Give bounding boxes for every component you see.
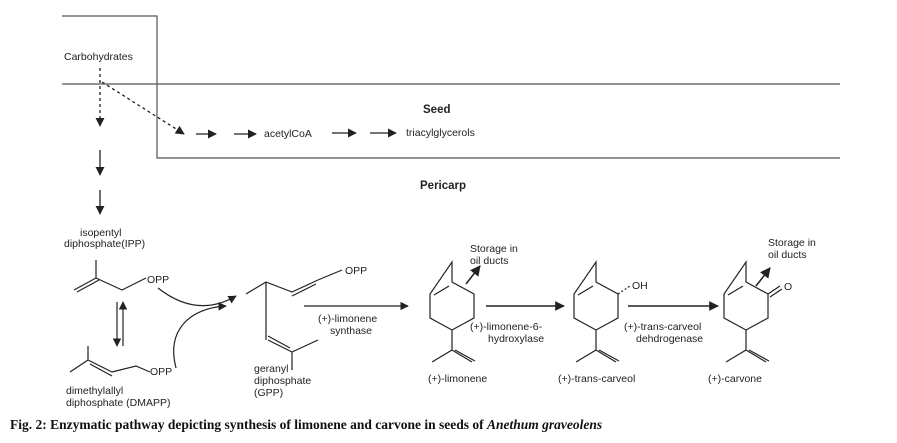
gpp-opp-label: OPP xyxy=(345,265,367,277)
gpp-label-line2: diphosphate xyxy=(254,375,311,387)
dmapp-label-line1: dimethylallyl xyxy=(66,385,123,397)
gpp-label-line3: (GPP) xyxy=(254,387,283,399)
carvone-storage-arrow xyxy=(755,267,771,287)
dehydrogenase-label-line1: (+)-trans-carveol xyxy=(624,321,701,333)
carveol-label: (+)-trans-carveol xyxy=(558,373,635,385)
limonene-structure xyxy=(429,260,476,363)
hydroxylase-label-line2: hydroxylase xyxy=(488,333,544,345)
dmapp-structure xyxy=(69,346,151,377)
carvone-o-label: O xyxy=(784,281,792,293)
acetylcoa-label: acetylCoA xyxy=(264,128,312,140)
triacylglycerols-label: triacylglycerols xyxy=(406,127,475,139)
carbohydrates-label: Carbohydrates xyxy=(64,51,133,63)
seed-label: Seed xyxy=(423,104,451,116)
storage-label-2-line2: oil ducts xyxy=(768,249,807,261)
carveol-oh-label: OH xyxy=(632,280,648,292)
dehydrogenase-label-line2: dehdrogenase xyxy=(636,333,703,345)
limonene-storage-arrow xyxy=(465,265,481,285)
dmapp-opp-label: OPP xyxy=(150,366,172,378)
caption-text: Fig. 2: Enzymatic pathway depicting synt… xyxy=(10,417,488,432)
storage-label-1-line1: Storage in xyxy=(470,243,518,255)
storage-label-2-line1: Storage in xyxy=(768,237,816,249)
equilibrium-arrows xyxy=(112,301,128,347)
figure-caption: Fig. 2: Enzymatic pathway depicting synt… xyxy=(10,417,890,433)
carvone-label: (+)-carvone xyxy=(708,373,762,385)
gpp-label-line1: geranyl xyxy=(254,363,288,375)
storage-label-1-line2: oil ducts xyxy=(470,255,509,267)
seed-bottom-line xyxy=(156,84,840,159)
carbohydrate-arrows xyxy=(95,68,397,215)
dotted-diagonal-arrow xyxy=(101,81,185,135)
dmapp-label-line2: diphosphate (DMAPP) xyxy=(66,397,170,409)
ipp-structure xyxy=(73,260,147,293)
gpp-structure xyxy=(245,269,343,370)
limonene-label: (+)-limonene xyxy=(428,373,487,385)
caption-species: Anethum graveolens xyxy=(487,417,603,432)
ipp-label-line2: diphosphate(IPP) xyxy=(64,238,145,250)
carbohydrate-box-line xyxy=(62,15,158,84)
compartment-lines xyxy=(62,15,840,159)
synthase-label-line2: synthase xyxy=(330,325,372,337)
ipp-opp-label: OPP xyxy=(147,274,169,286)
carvone-structure xyxy=(723,260,783,363)
synthase-label-line1: (+)-limonene xyxy=(318,313,377,325)
carveol-structure xyxy=(573,260,631,363)
pericarp-label: Pericarp xyxy=(420,180,466,192)
condensation-arrows xyxy=(157,287,237,369)
ipp-label-line1: isopentyl xyxy=(80,227,121,239)
hydroxylase-label-line1: (+)-limonene-6- xyxy=(470,321,543,333)
